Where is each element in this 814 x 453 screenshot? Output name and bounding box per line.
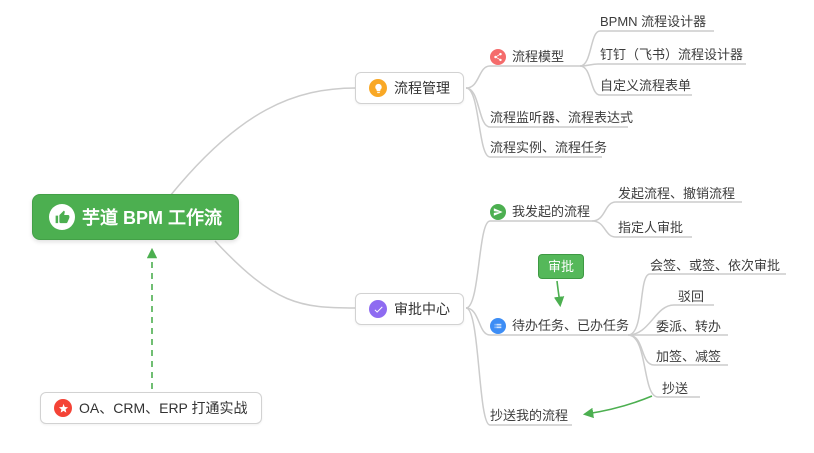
process-model-icon	[490, 48, 506, 65]
node-label-todo-done: 待办任务、已办任务	[512, 318, 630, 333]
node-label-process-model: 流程模型	[512, 49, 565, 64]
branch-links	[169, 30, 786, 426]
note-node-oa-crm-erp[interactable]: OA、CRM、ERP 打通实战	[40, 392, 262, 424]
leaf-instance-task[interactable]: 流程实例、流程任务	[490, 140, 608, 155]
node-todo-done[interactable]: 待办任务、已办任务	[490, 316, 629, 335]
star-icon	[54, 399, 72, 417]
link-to-todo-done	[465, 307, 628, 336]
node-label-my-initiated: 我发起的流程	[512, 204, 591, 219]
branch-label-approval-center: 审批中心	[394, 301, 450, 317]
link-to-dingtalk-designer	[579, 63, 746, 67]
send-icon	[490, 203, 506, 220]
arrow-cc-to-cc-my-process	[582, 395, 653, 419]
link-to-bpmn-designer	[579, 30, 714, 67]
leaf-delegate-transfer[interactable]: 委派、转办	[656, 319, 722, 334]
leaf-dingtalk-designer[interactable]: 钉钉（飞书）流程设计器	[600, 47, 744, 62]
leaf-cc[interactable]: 抄送	[662, 381, 689, 396]
branch-node-process-management[interactable]: 流程管理	[355, 72, 464, 104]
approval-badge[interactable]: 审批	[538, 254, 585, 279]
leaf-custom-form[interactable]: 自定义流程表单	[600, 78, 692, 93]
link-to-custom-form	[579, 65, 692, 96]
link-to-instance-task	[465, 87, 602, 158]
leaf-assignee-approval[interactable]: 指定人审批	[618, 220, 684, 235]
node-process-model[interactable]: 流程模型	[490, 47, 564, 66]
note-label: OA、CRM、ERP 打通实战	[79, 400, 248, 416]
root-label: 芋道 BPM 工作流	[82, 208, 223, 228]
leaf-initiate-cancel[interactable]: 发起流程、撤销流程	[618, 186, 736, 201]
approval-check-icon	[369, 300, 387, 318]
link-to-reject	[627, 304, 714, 336]
link-to-process-model	[465, 65, 580, 89]
link-to-cc	[627, 334, 700, 398]
leaf-bpmn-designer[interactable]: BPMN 流程设计器	[600, 14, 707, 29]
leaf-cc-my-process[interactable]: 抄送我的流程	[490, 408, 569, 423]
link-root-to-process-management	[169, 87, 357, 197]
link-to-cc-my-process	[465, 307, 572, 426]
branch-label-process-management: 流程管理	[394, 80, 450, 96]
leaf-reject[interactable]: 驳回	[678, 289, 705, 304]
link-root-to-approval-center	[214, 240, 357, 309]
arrow-badge-to-todo	[553, 280, 565, 308]
root-node[interactable]: 芋道 BPM 工作流	[32, 194, 240, 240]
thumbs-up-icon	[49, 204, 75, 230]
leaf-add-reduce-sign[interactable]: 加签、减签	[656, 349, 722, 364]
branch-node-approval-center[interactable]: 审批中心	[355, 293, 464, 325]
node-my-initiated[interactable]: 我发起的流程	[490, 202, 590, 221]
lightbulb-icon	[369, 79, 387, 97]
link-to-assignee-approval	[591, 220, 692, 238]
task-list-icon	[490, 317, 506, 334]
link-to-countersign	[627, 273, 786, 336]
leaf-listener-expression[interactable]: 流程监听器、流程表达式	[490, 110, 634, 125]
green-arrows	[146, 247, 653, 419]
link-to-initiate-cancel	[591, 201, 742, 222]
leaf-countersign[interactable]: 会签、或签、依次审批	[650, 258, 781, 273]
link-to-my-initiated	[465, 220, 592, 309]
